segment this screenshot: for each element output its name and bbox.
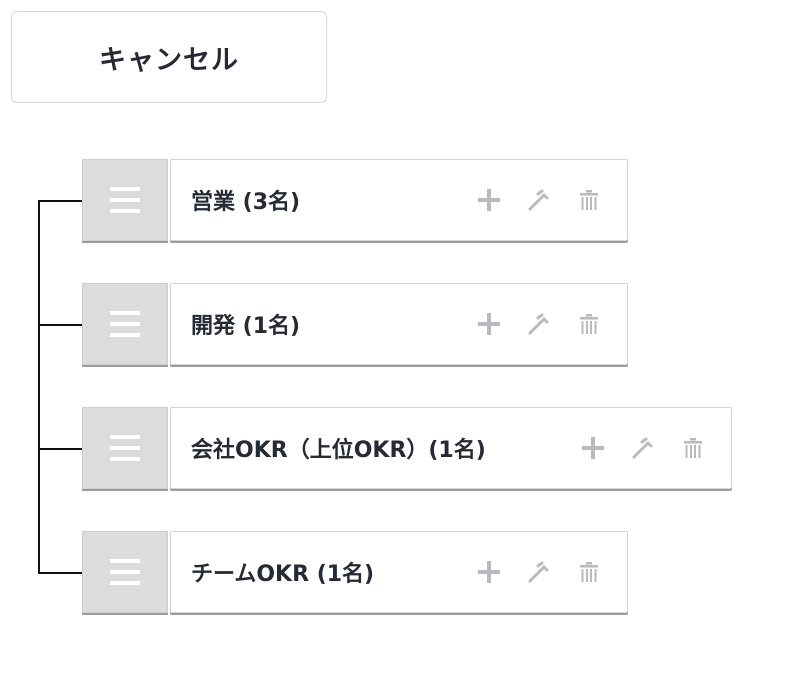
drag-handle-icon: [110, 187, 140, 213]
trash-icon: [684, 438, 702, 458]
card-actions: [475, 310, 603, 338]
drag-handle-icon: [110, 559, 140, 585]
edit-icon: [528, 189, 549, 211]
cancel-button[interactable]: キャンセル: [11, 11, 327, 103]
trash-icon: [580, 190, 598, 210]
plus-icon: [478, 189, 500, 211]
edit-button[interactable]: [525, 186, 553, 214]
drag-handle[interactable]: [82, 159, 168, 241]
group-label: 営業 (3名): [191, 190, 301, 215]
drag-handle-icon: [110, 435, 140, 461]
tree-connector-horizontal: [38, 324, 83, 326]
trash-icon: [580, 314, 598, 334]
delete-button[interactable]: [679, 434, 707, 462]
delete-button[interactable]: [575, 186, 603, 214]
group-card-sales[interactable]: 営業 (3名): [170, 159, 628, 241]
add-button[interactable]: [475, 558, 503, 586]
edit-button[interactable]: [525, 558, 553, 586]
edit-button[interactable]: [629, 434, 657, 462]
group-card-team-okr[interactable]: チームOKR (1名): [170, 531, 628, 613]
card-actions: [475, 186, 603, 214]
group-card-company-okr[interactable]: 会社OKR（上位OKR）(1名): [170, 407, 732, 489]
tree-connector-horizontal: [38, 448, 83, 450]
plus-icon: [478, 561, 500, 583]
card-actions: [579, 434, 707, 462]
trash-icon: [580, 562, 598, 582]
tree-connector-vertical: [38, 200, 40, 573]
edit-icon: [528, 561, 549, 583]
add-button[interactable]: [475, 186, 503, 214]
plus-icon: [582, 437, 604, 459]
plus-icon: [478, 313, 500, 335]
tree-connector-horizontal: [38, 572, 83, 574]
group-label: 開発 (1名): [191, 314, 301, 339]
group-label: 会社OKR（上位OKR）(1名): [191, 438, 486, 463]
delete-button[interactable]: [575, 310, 603, 338]
drag-handle[interactable]: [82, 283, 168, 365]
add-button[interactable]: [475, 310, 503, 338]
delete-button[interactable]: [575, 558, 603, 586]
card-actions: [475, 558, 603, 586]
edit-button[interactable]: [525, 310, 553, 338]
tree-connector-horizontal: [38, 200, 83, 202]
add-button[interactable]: [579, 434, 607, 462]
drag-handle[interactable]: [82, 407, 168, 489]
edit-icon: [528, 313, 549, 335]
drag-handle-icon: [110, 311, 140, 337]
drag-handle[interactable]: [82, 531, 168, 613]
edit-icon: [632, 437, 653, 459]
group-card-development[interactable]: 開発 (1名): [170, 283, 628, 365]
group-label: チームOKR (1名): [191, 562, 375, 587]
